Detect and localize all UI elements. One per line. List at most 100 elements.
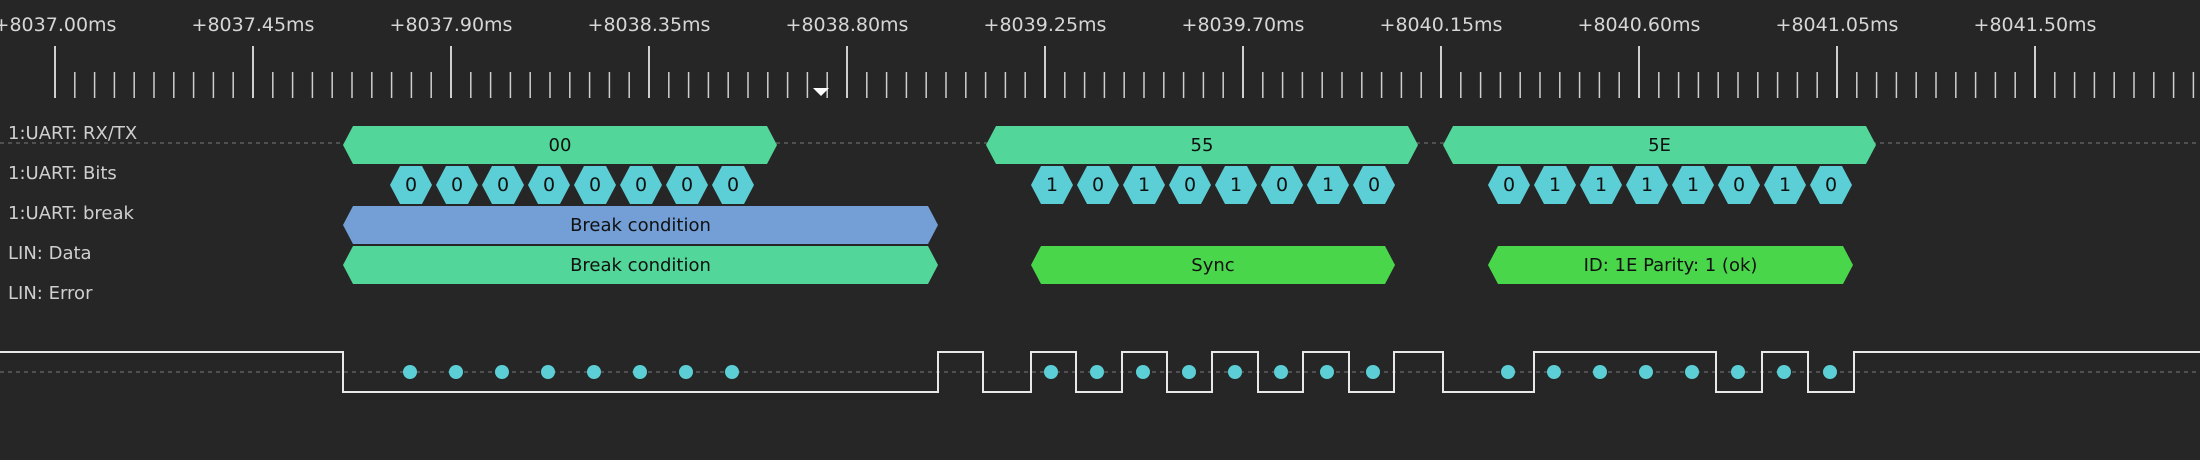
sample-dot (1547, 365, 1561, 379)
uart-bit[interactable]: 0 (574, 166, 616, 204)
sample-dot (1366, 365, 1380, 379)
uart-frame[interactable]: 00 (343, 126, 777, 164)
row-label-uart-break[interactable]: 1:UART: break (8, 203, 134, 224)
ruler-label: +8040.60ms (1577, 14, 1701, 36)
ruler-label: +8037.45ms (191, 14, 315, 36)
sample-dot (449, 365, 463, 379)
sample-dot (1090, 365, 1104, 379)
bit-value: 0 (680, 174, 694, 196)
bit-value: 0 (1732, 174, 1746, 196)
uart-waveform (0, 351, 2200, 393)
bit-value: 0 (634, 174, 648, 196)
uart-bit[interactable]: 0 (1077, 166, 1119, 204)
ruler-label: +8041.50ms (1973, 14, 2097, 36)
uart-bit[interactable]: 1 (1764, 166, 1806, 204)
frame-value: 5E (1648, 134, 1671, 156)
sample-dot (1731, 365, 1745, 379)
uart-break-annotation[interactable]: Break condition (343, 206, 938, 244)
lin-data-label: Break condition (570, 254, 711, 276)
sample-dot (403, 365, 417, 379)
bit-value: 0 (1183, 174, 1197, 196)
sample-dot (1823, 365, 1837, 379)
uart-bit[interactable]: 0 (1810, 166, 1852, 204)
bit-value: 1 (1686, 174, 1700, 196)
bit-value: 0 (542, 174, 556, 196)
bit-value: 1 (1045, 174, 1059, 196)
row-label-lin-data[interactable]: LIN: Data (8, 243, 92, 264)
bit-value: 1 (1321, 174, 1335, 196)
ruler-label: +8037.00ms (0, 14, 117, 36)
bit-value: 1 (1594, 174, 1608, 196)
sample-dot (1136, 365, 1150, 379)
uart-bit[interactable]: 1 (1215, 166, 1257, 204)
bit-value: 0 (726, 174, 740, 196)
sample-dot (1501, 365, 1515, 379)
uart-bit[interactable]: 0 (1718, 166, 1760, 204)
uart-bit[interactable]: 0 (390, 166, 432, 204)
sample-dot (725, 365, 739, 379)
bit-value: 1 (1640, 174, 1654, 196)
ruler-label: +8039.70ms (1181, 14, 1305, 36)
bit-value: 0 (588, 174, 602, 196)
uart-bit[interactable]: 0 (1169, 166, 1211, 204)
uart-bit[interactable]: 0 (666, 166, 708, 204)
lin-id-annotation[interactable]: ID: 1E Parity: 1 (ok) (1488, 246, 1853, 284)
uart-bit[interactable]: 0 (1488, 166, 1530, 204)
sample-dot (1593, 365, 1607, 379)
sample-dot (1182, 365, 1196, 379)
bit-value: 0 (1824, 174, 1838, 196)
uart-frame[interactable]: 55 (986, 126, 1418, 164)
sample-dot (495, 365, 509, 379)
sample-dot (679, 365, 693, 379)
bit-value: 0 (1367, 174, 1381, 196)
lin-data-label: ID: 1E Parity: 1 (ok) (1583, 254, 1758, 276)
sample-dot (1274, 365, 1288, 379)
bit-value: 1 (1137, 174, 1151, 196)
bit-value: 0 (1502, 174, 1516, 196)
uart-bit[interactable]: 0 (528, 166, 570, 204)
uart-bit[interactable]: 1 (1123, 166, 1165, 204)
lin-sync-annotation[interactable]: Sync (1031, 246, 1395, 284)
lin-data-label: Sync (1191, 254, 1235, 276)
lin-break-annotation[interactable]: Break condition (343, 246, 938, 284)
ruler-label: +8039.25ms (983, 14, 1107, 36)
uart-bit[interactable]: 0 (1261, 166, 1303, 204)
bit-value: 0 (1275, 174, 1289, 196)
bit-value: 0 (404, 174, 418, 196)
bit-value: 1 (1548, 174, 1562, 196)
ruler-label: +8038.80ms (785, 14, 909, 36)
sample-dot (587, 365, 601, 379)
uart-bit[interactable]: 0 (620, 166, 662, 204)
uart-frame[interactable]: 5E (1443, 126, 1876, 164)
uart-bit[interactable]: 0 (712, 166, 754, 204)
frame-value: 55 (1190, 134, 1214, 156)
frame-value: 00 (548, 134, 572, 156)
sample-dot (541, 365, 555, 379)
ruler-label: +8041.05ms (1775, 14, 1899, 36)
uart-bit[interactable]: 1 (1580, 166, 1622, 204)
uart-bit[interactable]: 1 (1031, 166, 1073, 204)
break-label: Break condition (570, 214, 711, 236)
uart-bit[interactable]: 0 (436, 166, 478, 204)
row-label-uart-rxtx[interactable]: 1:UART: RX/TX (8, 123, 138, 144)
sample-dot (1685, 365, 1699, 379)
uart-bit[interactable]: 1 (1534, 166, 1576, 204)
row-label-uart-bits[interactable]: 1:UART: Bits (8, 163, 117, 184)
sample-dot (1228, 365, 1242, 379)
uart-bit[interactable]: 1 (1626, 166, 1668, 204)
row-label-lin-error[interactable]: LIN: Error (8, 283, 93, 304)
sample-dot (633, 365, 647, 379)
cursor-triangle-icon (813, 88, 829, 96)
sample-dot (1777, 365, 1791, 379)
bit-value: 1 (1778, 174, 1792, 196)
uart-bit[interactable]: 0 (1353, 166, 1395, 204)
uart-bit[interactable]: 1 (1307, 166, 1349, 204)
sample-dot (1320, 365, 1334, 379)
bit-value: 0 (496, 174, 510, 196)
sample-dot (1639, 365, 1653, 379)
bit-value: 1 (1229, 174, 1243, 196)
uart-bit[interactable]: 1 (1672, 166, 1714, 204)
uart-bit[interactable]: 0 (482, 166, 524, 204)
